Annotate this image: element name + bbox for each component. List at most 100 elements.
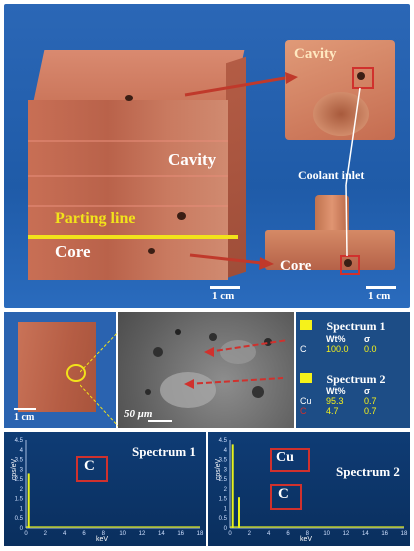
sigma-cell: 0.7: [364, 406, 377, 416]
y-tick-label: 4: [224, 448, 228, 454]
sample-region-marker: [66, 364, 86, 382]
x-tick-label: 2: [248, 531, 252, 537]
scale-bar-main: [210, 286, 240, 289]
x-tick-label: 6: [82, 531, 86, 537]
pointer-line-cavity-inlet: [345, 87, 361, 186]
sample-photo-panel: 1 cm: [4, 312, 116, 428]
x-tick-label: 18: [401, 531, 408, 537]
peak-label-box: [270, 484, 302, 510]
sigma-cell: 0.7: [364, 396, 377, 406]
y-tick-label: 2.5: [15, 477, 24, 483]
xlabel: keV: [300, 536, 313, 543]
mold-layer-line: [28, 140, 228, 142]
x-tick-label: 14: [158, 531, 165, 537]
peak-label-c: C: [278, 486, 289, 502]
scale-label-sample: 1 cm: [14, 412, 35, 423]
table-row: C 4.7 0.7: [300, 406, 381, 416]
x-tick-label: 14: [362, 531, 369, 537]
peak-label-box: [270, 448, 310, 472]
core-label-inset: Core: [280, 258, 312, 274]
x-tick-label: 8: [306, 531, 310, 537]
x-tick-label: 18: [197, 531, 204, 537]
mold-layer-line: [28, 205, 228, 207]
spectrum2-chart-title: Spectrum 2: [336, 464, 400, 479]
x-tick-label: 8: [102, 531, 106, 537]
coolant-inlet-highlight: [352, 67, 374, 89]
spectrum2-header: Spectrum 2: [300, 370, 385, 388]
x-tick-label: 2: [44, 531, 48, 537]
x-tick-label: 12: [343, 531, 350, 537]
arrowhead-cavity: [285, 72, 298, 84]
ylabel: cps/eV: [11, 458, 19, 481]
spectrum1-color-icon: [300, 320, 312, 330]
cavity-bore: [313, 92, 369, 136]
coolant-hole: [177, 212, 186, 220]
element-cell: Cu: [300, 396, 312, 406]
spectrum-composition-panel: Spectrum 1 Wt% σ C 100.0 0.0 Spectrum 2 …: [296, 312, 410, 428]
arrow-to-cavity: [184, 76, 286, 97]
y-tick-label: 3.5: [15, 458, 24, 464]
y-tick-label: 0: [224, 526, 228, 532]
parting-line-label: Parting line: [55, 210, 136, 227]
spectrum1-header: Spectrum 1: [300, 317, 385, 335]
y-tick-label: 2: [224, 487, 228, 493]
y-tick-label: 2: [20, 487, 24, 493]
cavity-label-inset: Cavity: [294, 46, 337, 62]
wt-header: Wt%: [326, 386, 346, 396]
xlabel: keV: [96, 536, 109, 543]
wt-cell: 95.3: [326, 396, 344, 406]
mold-layer-line: [28, 175, 228, 177]
y-tick-label: 3.5: [219, 458, 228, 464]
wt-cell: 4.7: [326, 406, 339, 416]
y-tick-label: 4.5: [219, 438, 228, 444]
x-tick-label: 0: [24, 531, 28, 537]
scale-label-main: 1 cm: [212, 290, 235, 302]
spectrum2-color-icon: [300, 373, 312, 383]
spectrum2-title: Spectrum 2: [326, 372, 386, 386]
peak-label-box: [76, 456, 108, 482]
ylabel: cps/eV: [215, 458, 223, 481]
table-row: Cu 95.3 0.7: [300, 396, 381, 406]
y-tick-label: 0.5: [219, 516, 228, 522]
y-tick-label: 4.5: [15, 438, 24, 444]
spectrum1-title: Spectrum 1: [326, 319, 386, 333]
wt-cell: 100.0: [326, 344, 349, 354]
coolant-hole: [125, 95, 133, 101]
element-cell: C: [300, 406, 307, 416]
peak-label-c: C: [84, 458, 95, 474]
x-tick-label: 16: [177, 531, 184, 537]
x-tick-label: 12: [139, 531, 146, 537]
arrow-to-core: [189, 253, 263, 265]
x-tick-label: 6: [286, 531, 290, 537]
x-tick-label: 0: [228, 531, 232, 537]
y-tick-label: 4: [20, 448, 24, 454]
peak-label-cu: Cu: [276, 450, 294, 465]
mold-block-front-face: [28, 100, 228, 280]
y-tick-label: 0.5: [15, 516, 24, 522]
spectrum-baseline: [26, 526, 200, 528]
pointer-line-core-inlet: [345, 184, 348, 257]
table-row: C 100.0 0.0: [300, 344, 381, 354]
parting-line-marker: [28, 235, 238, 239]
spectrum-baseline: [230, 526, 404, 528]
spectrum1-chart-title: Spectrum 1: [132, 444, 196, 459]
scale-bar-inset: [366, 286, 396, 289]
arrows-overlay: [184, 72, 361, 270]
core-inlet-hole: [344, 259, 352, 267]
y-tick-label: 3: [224, 467, 228, 473]
wt-header: Wt%: [326, 334, 346, 344]
core-part: [265, 230, 395, 270]
coolant-inlet-hole: [357, 72, 365, 80]
y-tick-label: 1.5: [15, 497, 24, 503]
x-tick-label: 4: [267, 531, 271, 537]
sigma-header: σ: [364, 334, 371, 344]
core-inlet-highlight: [340, 255, 360, 275]
spectrum2-table: Wt% σ Cu 95.3 0.7 C 4.7 0.7: [300, 386, 381, 416]
cavity-label-main: Cavity: [168, 150, 217, 169]
scale-bar-sample: [14, 408, 36, 410]
sigma-header: σ: [364, 386, 371, 396]
core-label-main: Core: [55, 242, 91, 261]
